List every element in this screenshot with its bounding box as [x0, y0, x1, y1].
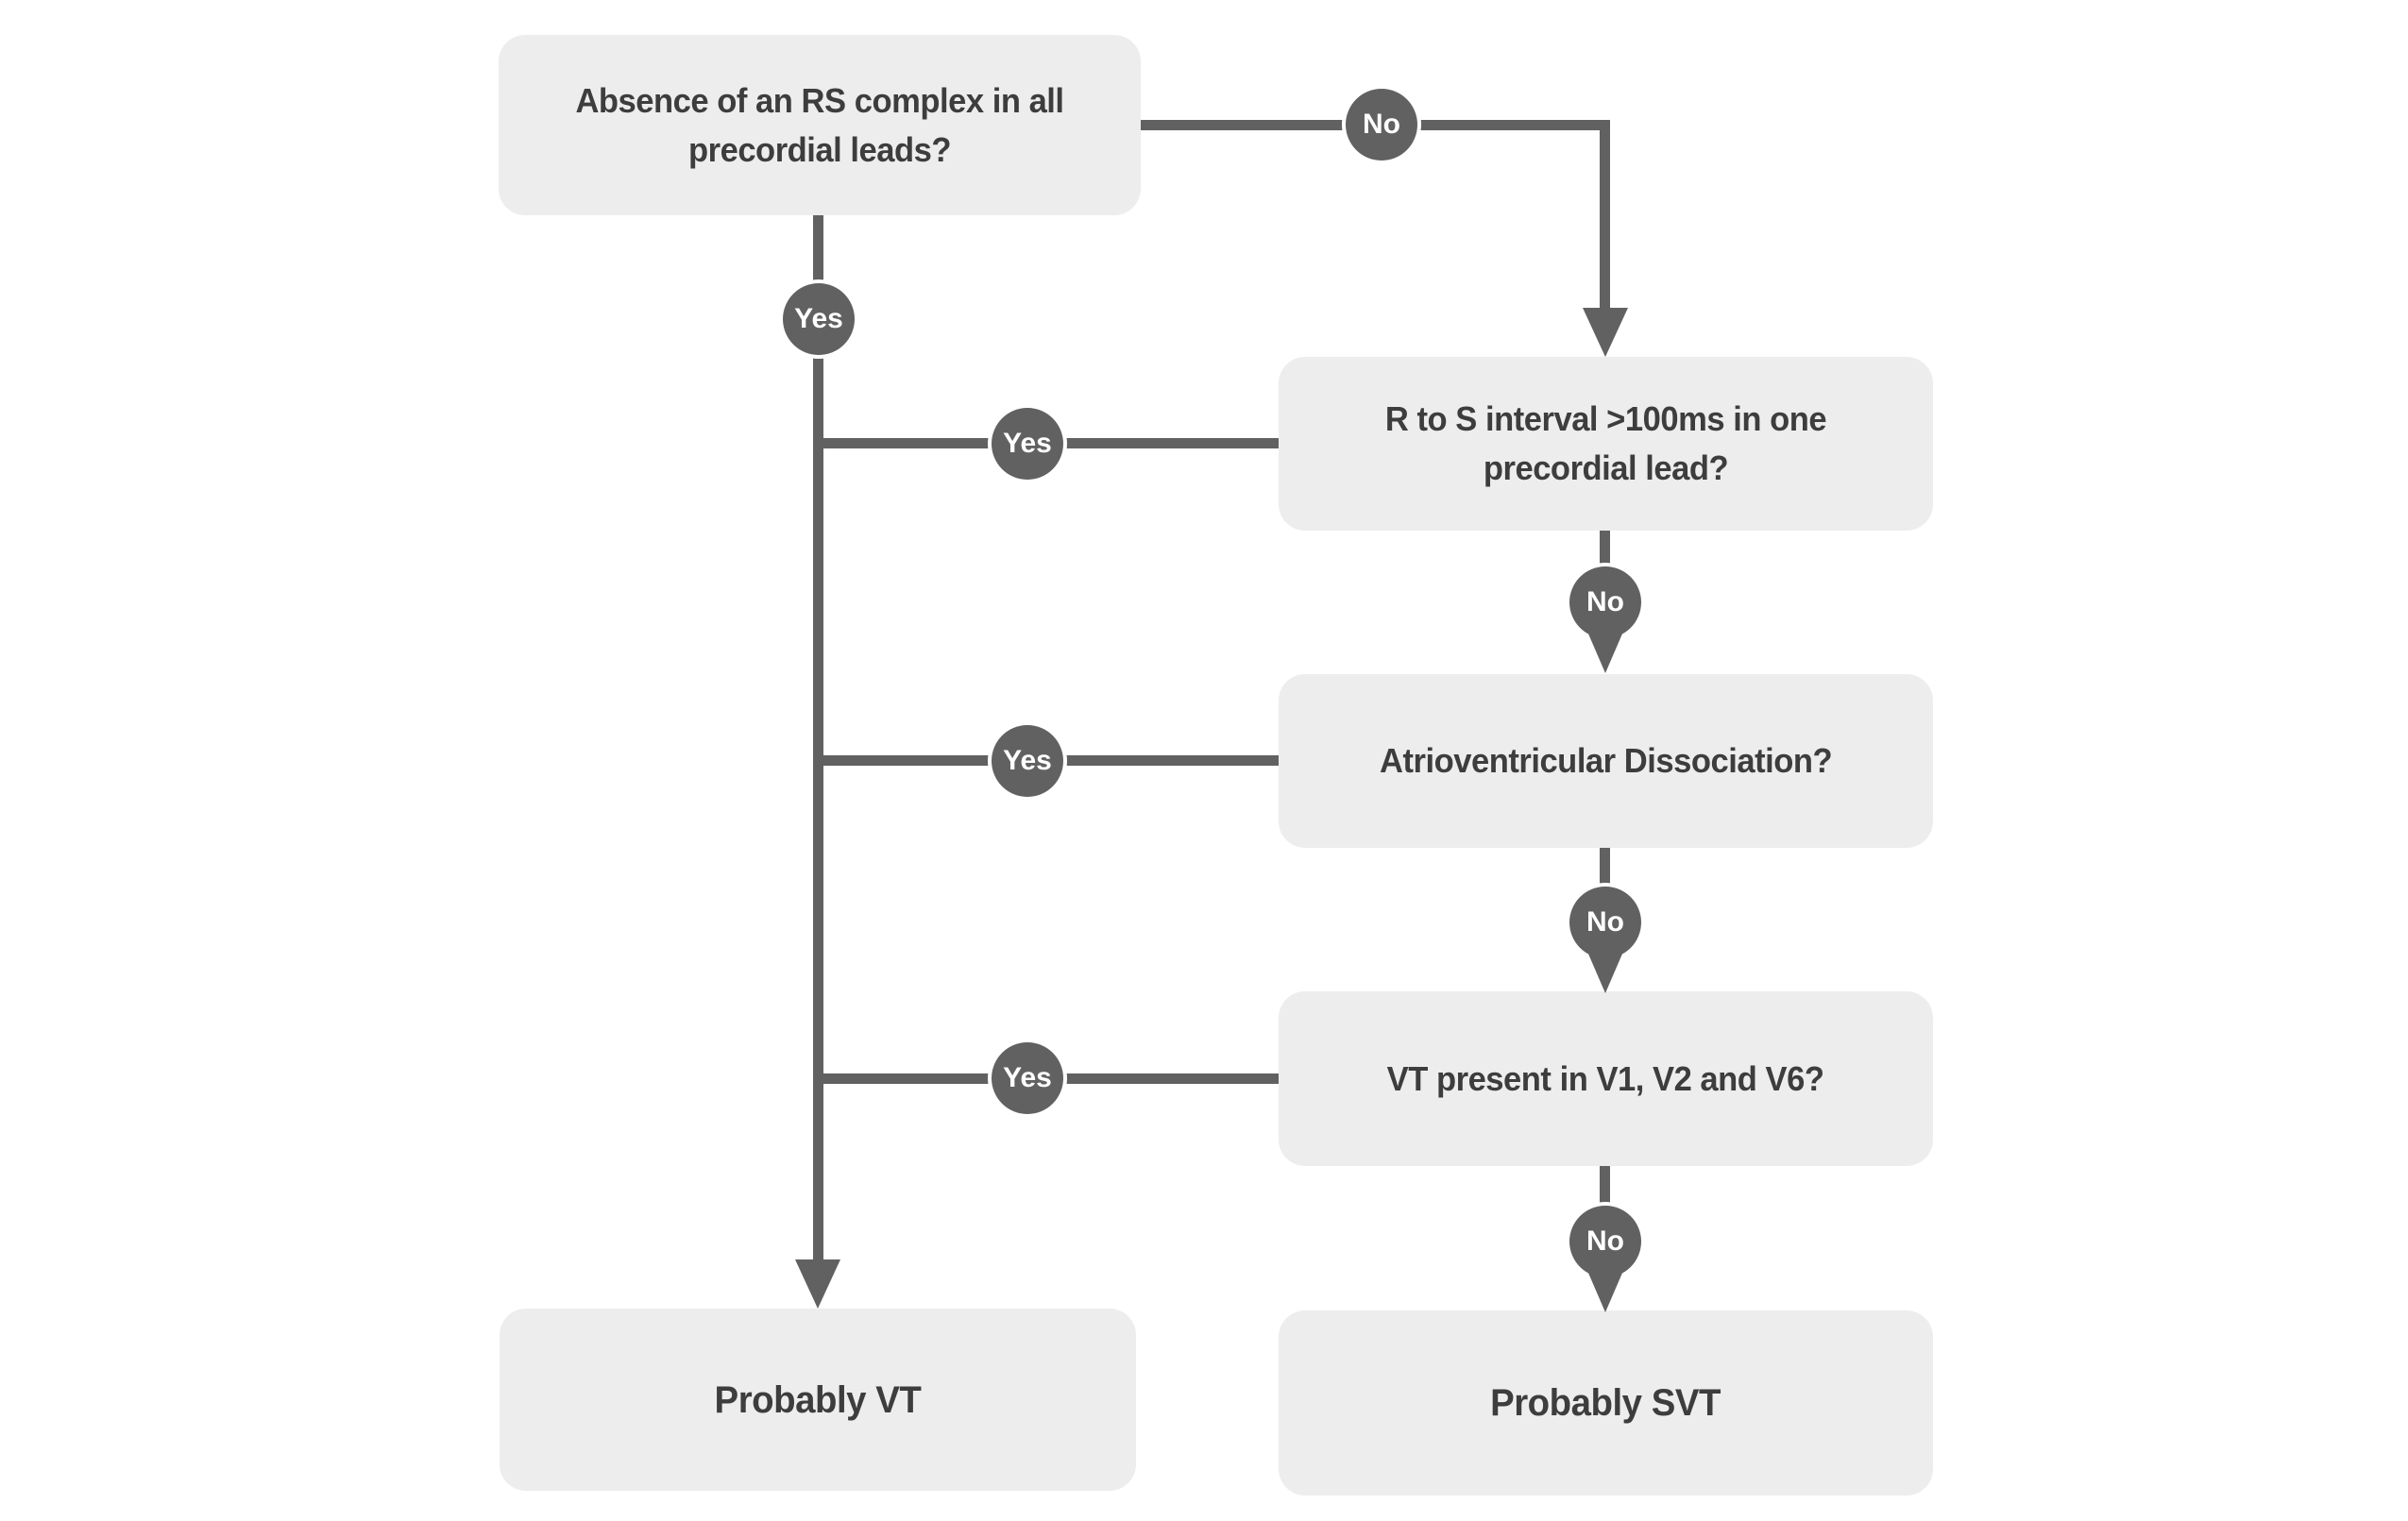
badge-yes-q2-label: Yes [1003, 428, 1052, 459]
node-question-av-dissociation: Atrioventricular Dissociation? [1279, 674, 1933, 848]
badge-no-q4-label: No [1586, 1225, 1624, 1257]
node-question-vt-leads: VT present in V1, V2 and V6? [1279, 991, 1933, 1166]
pin-tail-no-q4-icon [1582, 1258, 1629, 1312]
node-question-av-dissociation-label: Atrioventricular Dissociation? [1379, 741, 1833, 780]
node-question-rs-complex-label: Absence of an RS complex in all precordi… [575, 80, 1064, 169]
node-question-rs-interval-label: R to S interval >100ms in one precordial… [1384, 399, 1827, 487]
arrowhead-into-probably-vt-icon [795, 1259, 840, 1309]
node-result-probably-svt-label: Probably SVT [1490, 1382, 1721, 1424]
node-question-rs-interval: R to S interval >100ms in one precordial… [1279, 357, 1933, 531]
pin-tail-no-q2-icon [1582, 618, 1629, 673]
badge-no-q3-label: No [1586, 906, 1624, 938]
pin-tail-no-q3-icon [1582, 938, 1629, 993]
badge-no-q1-label: No [1363, 109, 1400, 140]
node-result-probably-vt: Probably VT [500, 1309, 1136, 1491]
arrowhead-into-q2-icon [1583, 308, 1628, 357]
badge-no-q2-label: No [1586, 586, 1624, 617]
badge-yes-q3-label: Yes [1003, 745, 1052, 776]
badge-yes-q3: Yes [992, 725, 1063, 797]
node-result-probably-svt: Probably SVT [1279, 1310, 1933, 1496]
edge-q3-no-stem [1600, 848, 1610, 898]
edge-q4-no-stem [1600, 1166, 1610, 1217]
edge-yes-main-vertical [813, 215, 823, 1261]
badge-yes-q4-label: Yes [1003, 1062, 1052, 1093]
badge-yes-q1: Yes [783, 283, 855, 355]
badge-yes-q2: Yes [992, 408, 1063, 480]
node-question-vt-leads-label: VT present in V1, V2 and V6? [1387, 1058, 1824, 1098]
edge-q1-no-vertical [1600, 120, 1610, 310]
badge-no-q1: No [1346, 89, 1417, 161]
edge-q2-no-stem [1600, 531, 1610, 578]
badge-yes-q1-label: Yes [794, 303, 843, 334]
badge-yes-q4: Yes [992, 1042, 1063, 1114]
node-question-rs-complex: Absence of an RS complex in all precordi… [499, 35, 1141, 215]
node-result-probably-vt-label: Probably VT [714, 1378, 922, 1421]
